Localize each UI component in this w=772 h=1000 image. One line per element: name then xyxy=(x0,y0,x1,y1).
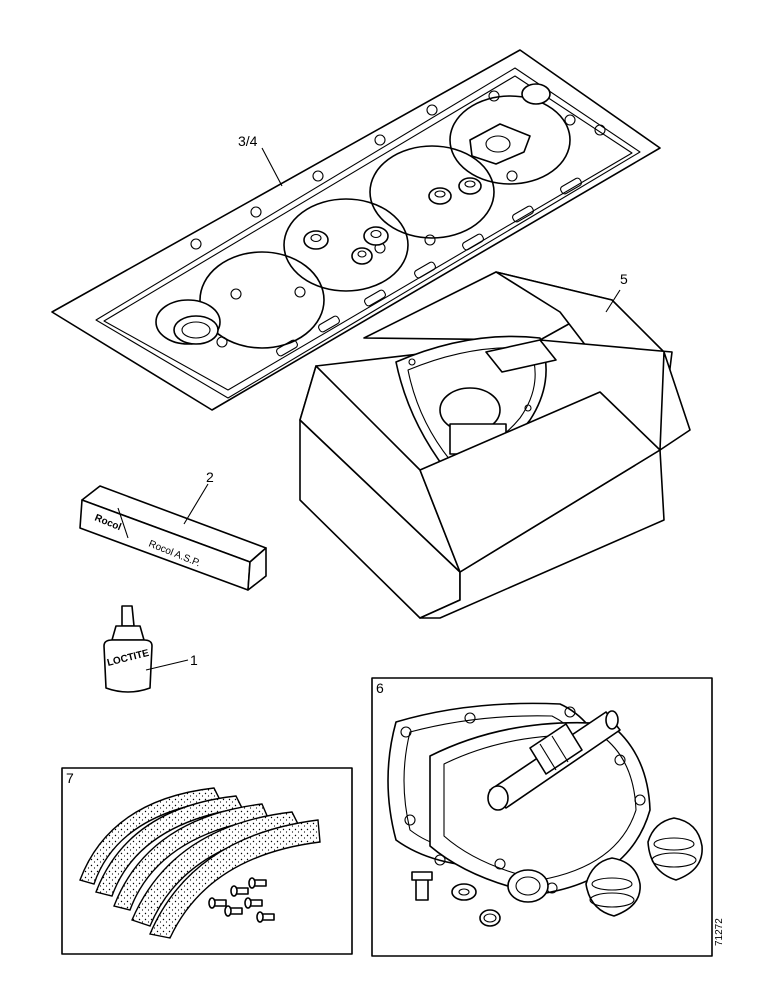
bottle-callout: 1 xyxy=(190,652,198,668)
spindle-end xyxy=(487,785,509,811)
sealant-stick: Rocol Rocol A.S.P. 2 xyxy=(79,469,267,591)
water-pump-kit-frame xyxy=(371,677,713,957)
spindle-bearing xyxy=(529,723,583,775)
loctite-bottle: LOCTITE 1 xyxy=(103,605,198,693)
gasket-body xyxy=(95,67,641,399)
pump-seal-set xyxy=(411,817,703,927)
pump-seal-ring xyxy=(507,869,549,903)
cylinder-bore-3 xyxy=(369,145,495,239)
brake-shoes-callout: 7 xyxy=(66,770,74,786)
gasket-box-callout: 5 xyxy=(620,271,628,287)
thermostat-gasket xyxy=(469,123,531,165)
stick-end-face xyxy=(247,547,267,591)
gasket-set-leader xyxy=(261,147,283,187)
box-inner-block xyxy=(485,339,557,373)
gasket-box: 5 xyxy=(299,271,691,619)
small-round-gasket xyxy=(521,83,551,105)
gasket-box-leader xyxy=(605,289,621,313)
box-side-flap xyxy=(659,351,691,451)
pump-boot-2 xyxy=(647,817,703,881)
brake-rivets xyxy=(208,877,275,923)
cylinder-bore-1 xyxy=(199,251,325,349)
box-lid-flap xyxy=(419,391,661,573)
water-pump-kit-panel: 6 xyxy=(371,677,725,957)
pump-o-ring xyxy=(479,909,501,927)
bottle-leader xyxy=(145,659,189,671)
gasket-set: 3/4 xyxy=(51,49,661,411)
brake-shoe-1 xyxy=(79,787,222,885)
gasket-body-inner xyxy=(103,75,633,391)
pump-washer xyxy=(451,883,477,901)
water-pump-kit-callout: 6 xyxy=(376,680,384,696)
valve-seals xyxy=(303,177,482,265)
drawing-number: 71272 xyxy=(714,918,725,946)
sealant-stick-callout: 2 xyxy=(206,469,214,485)
pump-gasket-2 xyxy=(429,721,651,895)
pump-boot-1 xyxy=(585,857,641,917)
brake-shoe-3 xyxy=(113,803,270,911)
bottle-body xyxy=(103,639,153,693)
gasket-set-callout: 3/4 xyxy=(238,133,258,149)
cylinder-bore-2 xyxy=(283,198,409,292)
brake-shoes-panel: 7 xyxy=(61,767,353,955)
brake-shoe-set xyxy=(79,787,321,939)
brake-shoe-5 xyxy=(149,819,321,939)
bottle-shoulder xyxy=(111,625,145,641)
sealant-stick-leader xyxy=(183,483,209,525)
gasket-water-slots xyxy=(276,177,582,357)
bottle-nozzle xyxy=(121,605,135,627)
cylinder-bore-4 xyxy=(449,95,571,185)
manifold-seal-ring xyxy=(173,315,219,345)
stick-label-divider xyxy=(117,507,129,539)
brake-shoes-frame xyxy=(61,767,353,955)
gasket-bolt-holes xyxy=(190,90,606,348)
pump-spindle xyxy=(487,710,621,811)
